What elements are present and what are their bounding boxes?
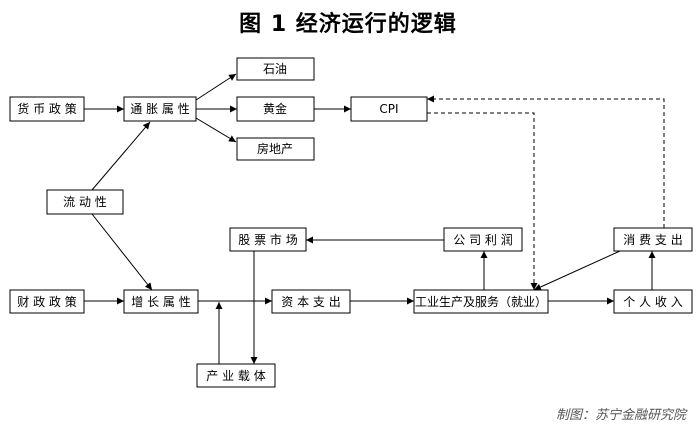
node-consumer-spending: 消 费 支 出 — [613, 227, 693, 252]
edge-liquidity-to-inflation — [91, 121, 151, 191]
node-inflation-attribute: 通 胀 属 性 — [123, 96, 197, 122]
node-label: 通 胀 属 性 — [130, 102, 189, 116]
node-label: 石油 — [263, 62, 287, 76]
node-label: 公 司 利 润 — [453, 233, 512, 247]
node-real-estate: 房地产 — [236, 137, 315, 161]
edge-consumer-to-cpi-dashed — [427, 95, 665, 228]
node-label: 增 长 属 性 — [131, 295, 190, 309]
node-monetary-policy: 货 币 政 策 — [9, 96, 85, 122]
node-industrial-production: 工业生产及服务（就业） — [413, 289, 549, 314]
node-label: 房地产 — [257, 141, 293, 156]
node-corporate-profit: 公 司 利 润 — [443, 227, 523, 252]
node-capital-spending: 资 本 支 出 — [271, 289, 351, 314]
node-fiscal-policy: 财 政 政 策 — [9, 289, 85, 314]
node-label: 财 政 政 策 — [17, 295, 76, 309]
node-label: 工业生产及服务（就业） — [415, 294, 547, 309]
edge-liquidity-to-growth — [91, 213, 153, 291]
node-liquidity: 流 动 性 — [46, 189, 124, 215]
node-label: 个 人 收 入 — [623, 295, 682, 309]
edges — [84, 73, 665, 364]
figure-title: 图 1 经济运行的逻辑 — [239, 12, 457, 37]
edge-consumer-to-industrial — [533, 250, 621, 291]
node-personal-income: 个 人 收 入 — [613, 289, 693, 314]
node-label: 货 币 政 策 — [17, 101, 76, 116]
node-label: 黄金 — [263, 101, 287, 116]
edge-inflation-to-oil — [195, 73, 237, 101]
edge-cpi-to-industrial-dashed — [427, 112, 538, 290]
node-label: 资 本 支 出 — [281, 295, 340, 309]
node-cpi: CPI — [350, 96, 428, 122]
node-label: 消 费 支 出 — [623, 233, 682, 247]
node-label: 流 动 性 — [63, 195, 107, 209]
node-oil: 石油 — [236, 57, 315, 81]
node-industry-carrier: 产 业 载 体 — [196, 363, 276, 388]
figure-credit: 制图：苏宁金融研究院 — [555, 408, 686, 423]
node-label: 股 票 市 场 — [238, 232, 297, 247]
node-growth-attribute: 增 长 属 性 — [123, 289, 199, 314]
node-label: CPI — [379, 102, 398, 116]
node-stock-market: 股 票 市 场 — [229, 227, 307, 252]
edge-inflation-to-real-estate — [195, 117, 237, 143]
node-gold: 黄金 — [236, 96, 315, 122]
node-label: 产 业 载 体 — [206, 369, 265, 383]
